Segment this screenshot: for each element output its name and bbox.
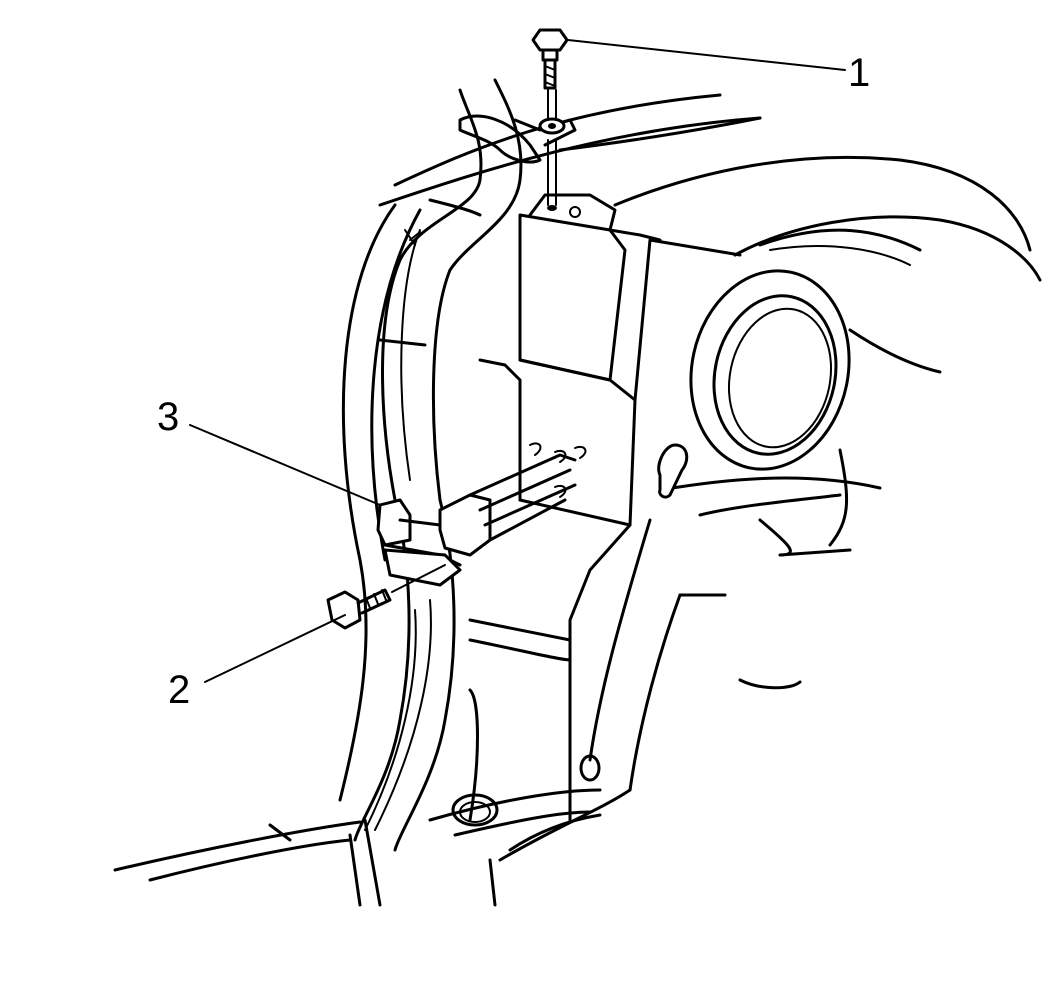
round-opening xyxy=(689,269,851,471)
support-block xyxy=(451,193,742,827)
bolt-1 xyxy=(531,28,569,211)
bolt-2 xyxy=(326,564,446,630)
callout-2-label: 2 xyxy=(168,668,190,712)
harness-clip xyxy=(376,442,587,587)
callout-leaders xyxy=(189,39,846,683)
callout-3-label: 3 xyxy=(157,395,179,439)
body-structure xyxy=(113,93,1042,907)
callout-1-label: 1 xyxy=(848,51,870,95)
wiring-harness xyxy=(353,78,577,852)
